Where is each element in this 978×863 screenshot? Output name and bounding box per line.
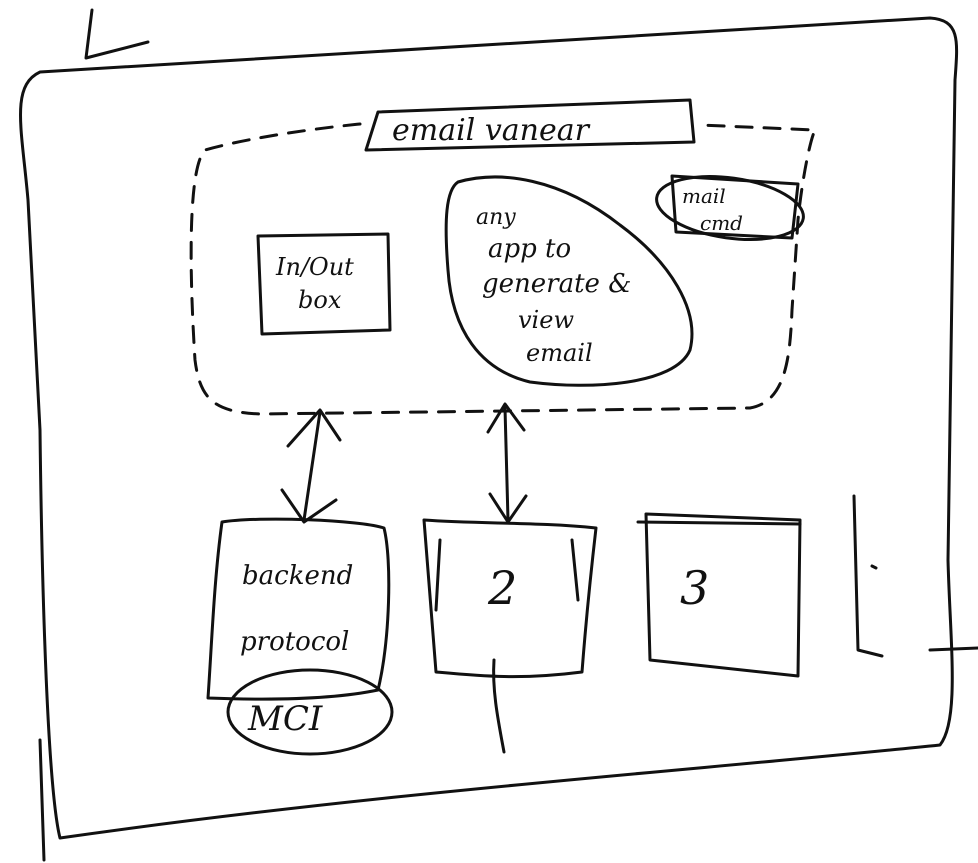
inout-line2: box bbox=[298, 286, 342, 314]
app-line5: email bbox=[526, 339, 593, 367]
backend-2-label: 2 bbox=[487, 561, 517, 615]
app-line4: view bbox=[518, 306, 574, 334]
app-line2: app to bbox=[488, 234, 571, 264]
backend-3-label: 3 bbox=[680, 561, 709, 615]
backend-1-line1: backend bbox=[242, 561, 353, 591]
backend-box-1 bbox=[206, 517, 391, 701]
header-label: email vanear bbox=[392, 113, 591, 148]
mail-cmd-line1: mail bbox=[682, 184, 726, 208]
frame-left-tail bbox=[38, 738, 46, 862]
app-line3: generate & bbox=[482, 269, 631, 299]
inout-box bbox=[256, 232, 392, 336]
frame-right-tail bbox=[928, 646, 978, 652]
mail-cmd-line2: cmd bbox=[700, 211, 743, 235]
outer-frame bbox=[19, 16, 959, 840]
backend-2-side-right bbox=[570, 538, 580, 602]
backend-box-4-partial bbox=[852, 494, 884, 658]
inout-line1: In/Out bbox=[275, 253, 354, 281]
mci-circle bbox=[226, 668, 394, 756]
double-arrow-2 bbox=[486, 402, 528, 524]
backend-1-line2: protocol bbox=[240, 627, 349, 657]
backend-2-cable bbox=[492, 658, 506, 754]
dashed-region bbox=[189, 122, 817, 416]
backend-2-side-left bbox=[434, 538, 442, 612]
corner-mark bbox=[84, 8, 150, 60]
app-bubble bbox=[444, 175, 694, 387]
mci-label: MCI bbox=[247, 699, 323, 739]
app-line1: any bbox=[476, 205, 516, 230]
header-label-box bbox=[364, 98, 696, 152]
mail-cmd-circle bbox=[655, 175, 805, 241]
backend-box-2 bbox=[422, 518, 598, 679]
partial-dot bbox=[870, 564, 878, 570]
backend-box-3 bbox=[644, 512, 802, 678]
backend-3-edge bbox=[636, 520, 802, 526]
double-arrow-1 bbox=[280, 408, 342, 524]
